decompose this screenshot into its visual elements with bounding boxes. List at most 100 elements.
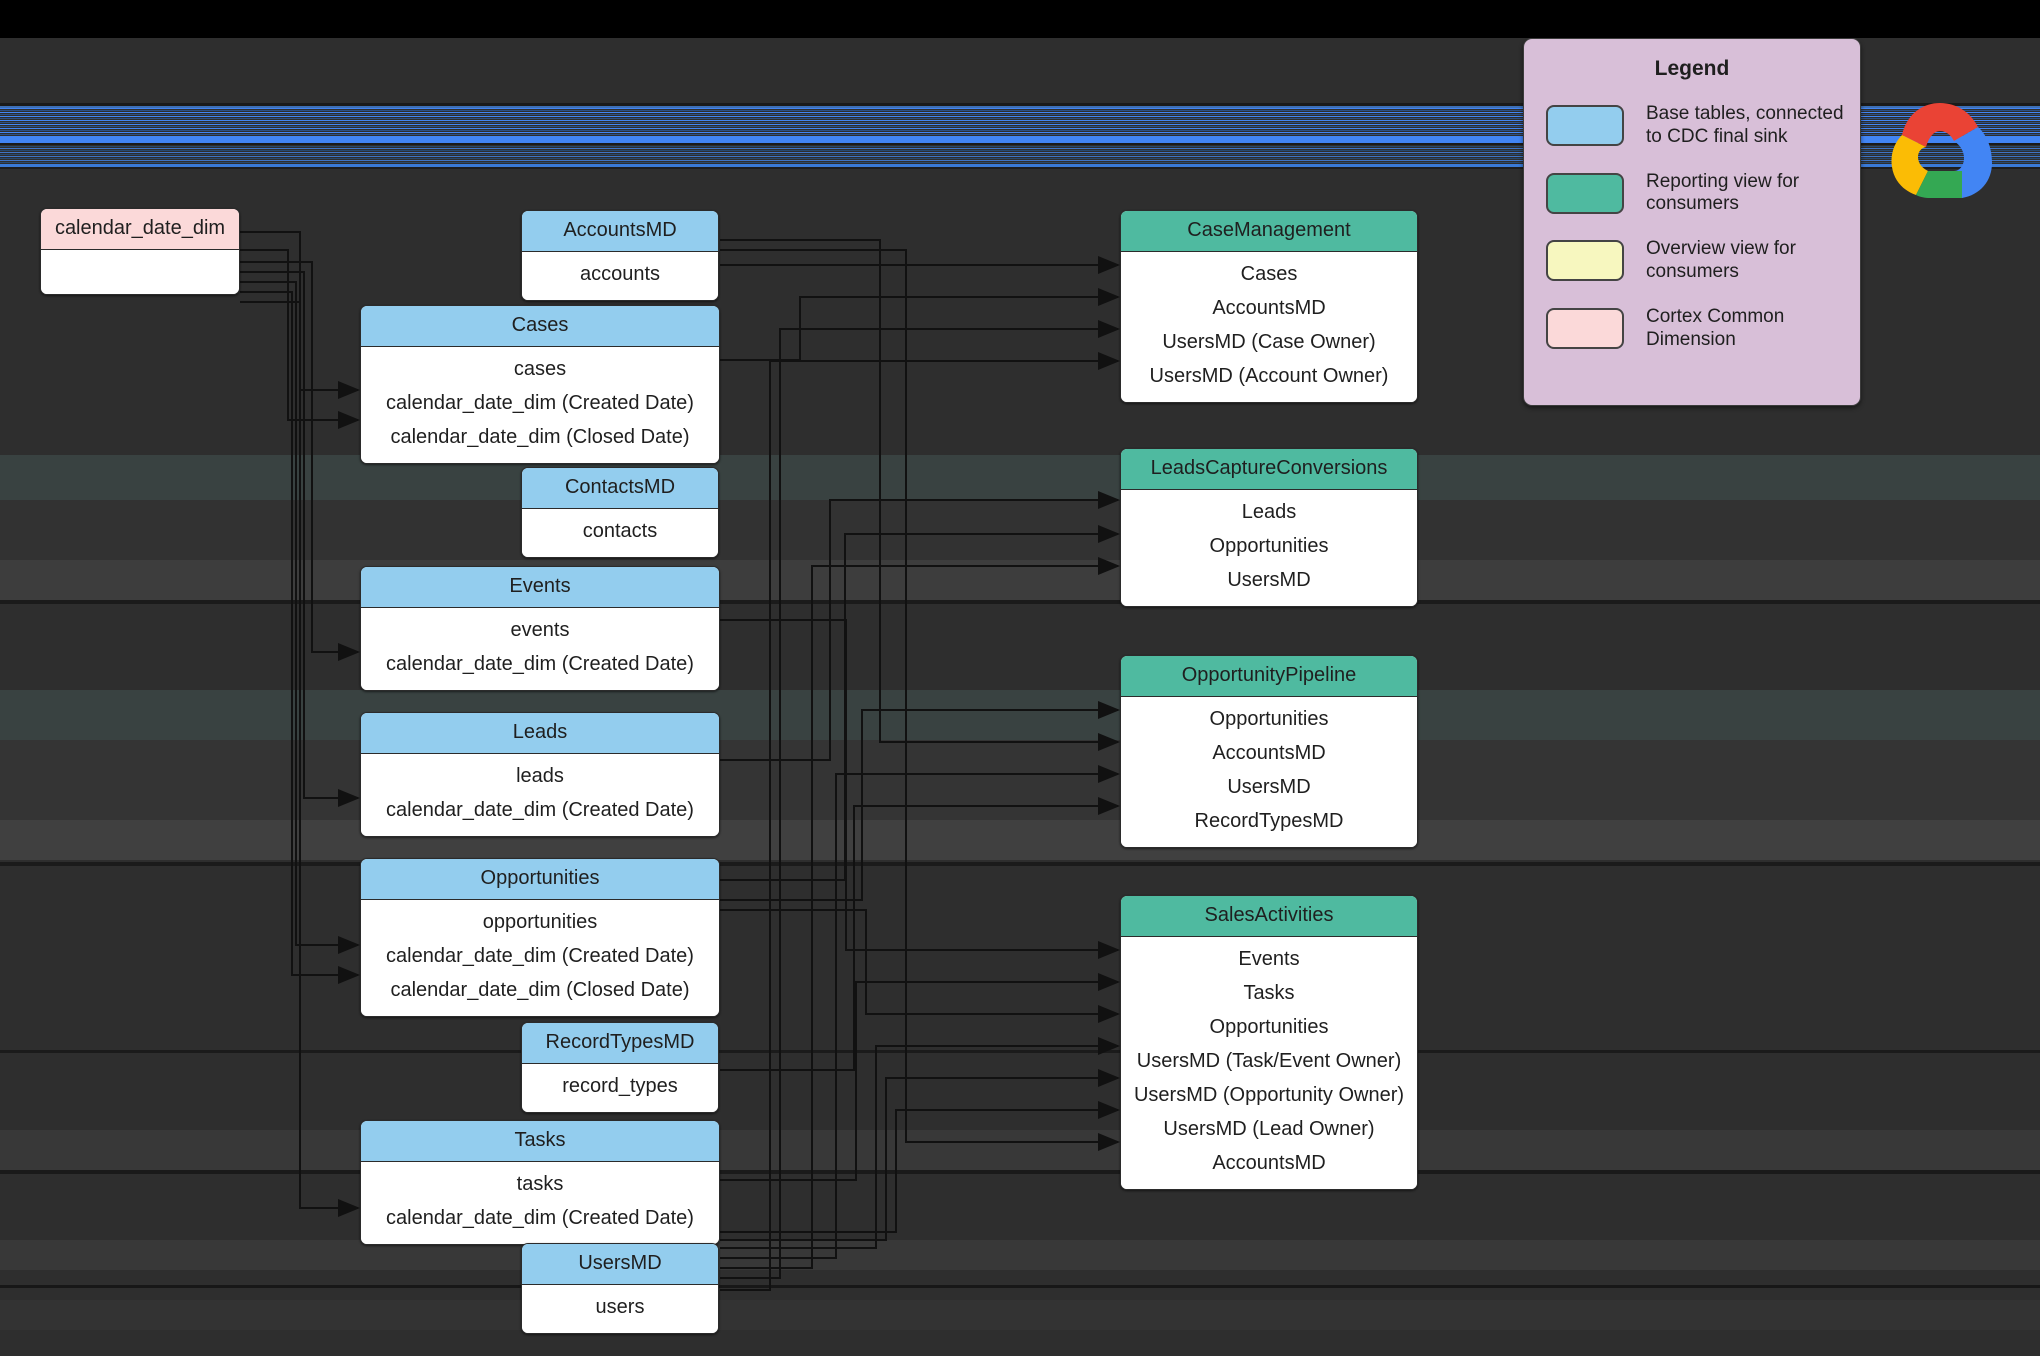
entity-node-row: Tasks — [1243, 982, 1295, 1004]
entity-node-row: calendar_date_dim (Created Date) — [386, 1207, 694, 1229]
background-stripe — [0, 1130, 2040, 1170]
background-band-top — [0, 0, 2040, 38]
legend-swatch-overview-view — [1546, 240, 1624, 282]
entity-node-row: opportunities — [482, 911, 598, 933]
entity-node-title: calendar_date_dim — [41, 209, 239, 250]
entity-node-row: calendar_date_dim (Created Date) — [386, 392, 694, 414]
entity-node-row: cases — [513, 358, 567, 380]
entity-node-row: calendar_date_dim (Closed Date) — [390, 979, 690, 1001]
entity-node-usersmd[interactable]: UsersMD users — [521, 1243, 719, 1334]
entity-node-calendar_date_dim[interactable]: calendar_date_dim — [40, 208, 240, 295]
entity-node-title: RecordTypesMD — [522, 1023, 718, 1064]
entity-node-title: CaseManagement — [1121, 211, 1417, 252]
legend-item-cortex-common-dimension: Cortex Common Dimension — [1546, 306, 1860, 352]
legend-rows: Base tables, connected to CDC final sink… — [1524, 103, 1860, 351]
entity-node-row: Opportunities — [1209, 1016, 1329, 1038]
entity-node-body: contacts — [522, 509, 718, 557]
background-stripe — [0, 560, 2040, 600]
entity-node-row: Opportunities — [1209, 535, 1329, 557]
entity-node-row: UsersMD — [1227, 569, 1311, 591]
entity-node-row: Leads — [1241, 501, 1297, 523]
entity-node-title: Tasks — [361, 1121, 719, 1162]
entity-node-title: Cases — [361, 306, 719, 347]
entity-node-row: UsersMD (Opportunity Owner) — [1133, 1084, 1405, 1106]
legend-title: Legend — [1654, 57, 1730, 80]
background-stripe — [0, 1050, 2040, 1053]
entity-node-row: AccountsMD — [1212, 742, 1326, 764]
entity-node-cases[interactable]: Cases cases calendar_date_dim (Created Dat… — [360, 305, 720, 464]
entity-node-row: calendar_date_dim (Created Date) — [386, 945, 694, 967]
legend-swatch-cortex-common-dimension — [1546, 308, 1624, 350]
entity-node-title: Opportunities — [361, 859, 719, 900]
entity-node-title: SalesActivities — [1121, 896, 1417, 937]
entity-node-row: leads — [516, 765, 564, 787]
background-stripe — [0, 740, 2040, 820]
background-stripe — [0, 600, 2040, 604]
legend-swatch-base-tables — [1546, 105, 1624, 147]
entity-node-row: UsersMD (Account Owner) — [1149, 365, 1389, 387]
legend-label: Reporting view for consumers — [1646, 170, 1800, 215]
entity-node-title: AccountsMD — [522, 211, 718, 252]
legend-label: Overview view for consumers — [1646, 238, 1796, 282]
entity-node-row: record_types — [562, 1075, 678, 1097]
entity-node-row: contacts — [582, 520, 658, 542]
entity-node-body: tasks calendar_date_dim (Created Date) — [361, 1162, 719, 1244]
entity-node-row: users — [595, 1296, 645, 1318]
entity-node-contactsmd[interactable]: ContactsMD contacts — [521, 467, 719, 558]
entity-node-row: Opportunities — [1209, 708, 1329, 730]
entity-node-row: events — [510, 619, 570, 641]
entity-node-row: calendar_date_dim (Created Date) — [386, 653, 694, 675]
background-stripe — [0, 500, 2040, 560]
legend-panel: Legend Base tables, connected to CDC fin… — [1523, 38, 1861, 406]
entity-node-body: users — [522, 1285, 718, 1333]
entity-node-row: tasks — [516, 1173, 564, 1195]
legend-label: Base tables, connected to CDC final sink — [1646, 103, 1844, 147]
background-stripe — [0, 1170, 2040, 1174]
entity-node-row: UsersMD (Task/Event Owner) — [1136, 1050, 1402, 1072]
entity-node-title: ContactsMD — [522, 468, 718, 509]
background-stripe — [0, 690, 2040, 740]
background-stripe — [0, 820, 2040, 860]
background-stripe — [0, 1300, 2040, 1330]
legend-label: Cortex Common Dimension — [1646, 305, 1785, 350]
entity-node-body — [41, 250, 239, 294]
entity-node-row: AccountsMD — [1212, 297, 1326, 319]
entity-node-row: calendar_date_dim (Closed Date) — [390, 426, 690, 448]
entity-node-recordtypesmd[interactable]: RecordTypesMD record_types — [521, 1022, 719, 1113]
entity-node-body: record_types — [522, 1064, 718, 1112]
entity-node-title: Leads — [361, 713, 719, 754]
background-stripe — [0, 455, 2040, 500]
entity-node-row: AccountsMD — [1212, 1152, 1326, 1174]
entity-node-title: UsersMD — [522, 1244, 718, 1285]
entity-node-row: UsersMD (Lead Owner) — [1163, 1118, 1375, 1140]
entity-node-events[interactable]: Events events calendar_date_dim (Created D… — [360, 566, 720, 691]
entity-node-opportunities[interactable]: Opportunities opportunities calendar_date_… — [360, 858, 720, 1017]
legend-swatch-reporting-view — [1546, 172, 1624, 214]
entity-node-body: cases calendar_date_dim (Created Date) cal… — [361, 347, 719, 463]
google-cloud-logo — [1880, 95, 2000, 207]
entity-node-body: events calendar_date_dim (Created Date) — [361, 608, 719, 690]
entity-node-title: LeadsCaptureConversions — [1121, 449, 1417, 490]
entity-node-row: UsersMD — [1227, 776, 1311, 798]
legend-item-base-tables: Base tables, connected to CDC final sink — [1546, 103, 1860, 149]
entity-node-row: UsersMD (Case Owner) — [1162, 331, 1376, 353]
entity-node-body: opportunities calendar_date_dim (Created … — [361, 900, 719, 1016]
entity-node-body: accounts — [522, 252, 718, 300]
entity-node-row: Events — [1238, 948, 1300, 970]
entity-node-title: Events — [361, 567, 719, 608]
entity-node-tasks[interactable]: Tasks tasks calendar_date_dim (Created Dat… — [360, 1120, 720, 1245]
legend-item-reporting-view: Reporting view for consumers — [1546, 171, 1860, 217]
background-stripe — [0, 1285, 2040, 1288]
legend-item-overview-view: Overview view for consumers — [1546, 238, 1860, 284]
